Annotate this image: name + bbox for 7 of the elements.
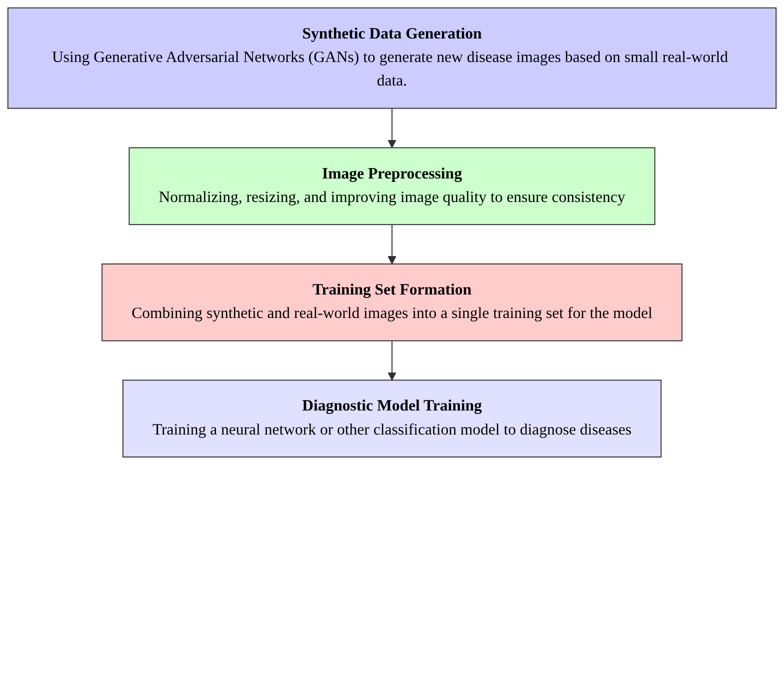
node-box: Training Set Formation Combining synthetic and real-world images into a single training set for the model bbox=[102, 263, 682, 342]
node-box: Diagnostic Model Training Training a neural network or other classification model to diagnose diseases bbox=[122, 380, 662, 458]
node-box: Synthetic Data Generation Using Generative Adversarial Networks (GANs) to generate new disease images based on small real-world data. bbox=[7, 7, 777, 109]
arrow bbox=[388, 224, 396, 264]
node-box: Image Preprocessing Normalizing, resizing, and improving image quality to ensure consistency bbox=[128, 147, 656, 226]
arrow bbox=[388, 108, 396, 148]
arrow bbox=[388, 340, 396, 381]
